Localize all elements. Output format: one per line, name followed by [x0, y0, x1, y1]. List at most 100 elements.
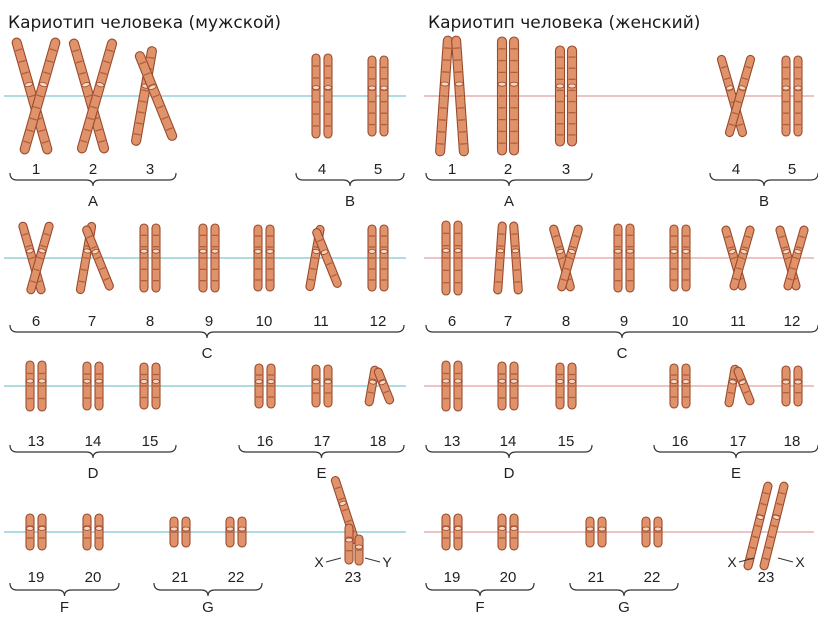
group-label: F [60, 599, 69, 616]
chromosome [140, 224, 148, 292]
chromosome-number: 19 [444, 569, 461, 586]
chromosome-number: 2 [89, 161, 97, 178]
chromosome-number: 4 [732, 161, 740, 178]
chromosome-number: 20 [500, 569, 517, 586]
chromosome-number: 19 [28, 569, 45, 586]
chromosome [454, 221, 462, 295]
group-bracket-G: G [570, 583, 678, 616]
chromosome [368, 56, 376, 136]
chromosome-number: 16 [257, 433, 274, 450]
chromosome [586, 517, 594, 547]
chromosome [152, 224, 160, 292]
group-label: C [202, 345, 213, 362]
chromosome-number: 10 [672, 313, 689, 330]
chromosome-number: 17 [314, 433, 331, 450]
group-bracket-A: A [426, 173, 592, 210]
group-label: C [617, 345, 628, 362]
group-bracket-E: E [654, 445, 818, 482]
chromosome [380, 56, 388, 136]
chromosome-number: 15 [142, 433, 159, 450]
chromosome-number: 22 [228, 569, 245, 586]
chromosome [682, 225, 690, 291]
chromosome-number: 14 [85, 433, 102, 450]
chromosome [454, 514, 462, 550]
chromosome-number: 23 [345, 569, 362, 586]
chromosome [152, 363, 160, 409]
chromosome [568, 46, 577, 146]
chromosome [267, 364, 275, 408]
female-karyotype-panel: 12345AB6789101112C131415161718DE19202122… [424, 36, 818, 616]
group-label: F [475, 599, 484, 616]
chromosome-number: 6 [32, 313, 40, 330]
chromosome-pair-23: XY [314, 475, 392, 570]
chromosome-number: 1 [448, 161, 456, 178]
group-bracket-D: D [426, 445, 592, 482]
group-bracket-B: B [710, 173, 818, 210]
chromosome [38, 361, 46, 411]
chromosome [498, 362, 506, 410]
chromosome-number: 13 [28, 433, 45, 450]
group-bracket-F: F [10, 583, 119, 616]
chromosome-number: 2 [504, 161, 512, 178]
chromosome-number: 9 [205, 313, 213, 330]
chromosome [509, 222, 522, 294]
group-label: A [504, 193, 514, 210]
chromosome [556, 46, 565, 146]
group-label: B [759, 193, 769, 210]
chromosome [442, 221, 450, 295]
chromosome-number: 21 [172, 569, 189, 586]
chromosome [26, 361, 34, 411]
chromosome-row-4: 19 20 21 22 XY23F G [4, 475, 406, 616]
chromosome [568, 363, 576, 409]
chromosome-number: 11 [313, 313, 329, 330]
chromosome-number: 20 [85, 569, 102, 586]
chromosome [442, 361, 450, 411]
chromosome [510, 514, 518, 550]
chromosome-number: 8 [562, 313, 570, 330]
group-label: E [316, 465, 326, 482]
chromosome-row-3: 131415161718DE [424, 361, 818, 482]
chromosome-number: 3 [146, 161, 154, 178]
group-label: G [202, 599, 214, 616]
label-pointer [778, 558, 793, 562]
chromosome-number: 9 [620, 313, 628, 330]
group-label: D [504, 465, 515, 482]
chromosome-number: 23 [758, 569, 775, 586]
chromosome [498, 514, 506, 550]
chromosome [556, 363, 564, 409]
chromosome-number: 17 [730, 433, 747, 450]
chromosome-number: 14 [500, 433, 517, 450]
chromosome [226, 517, 234, 547]
chromosome [614, 224, 622, 292]
chromosome-number: 16 [672, 433, 689, 450]
chromosome [654, 517, 662, 547]
chromosome-row-2: 6789101112C [4, 221, 406, 362]
group-bracket-E: E [239, 445, 404, 482]
chromosome [38, 514, 46, 550]
chromosome [498, 37, 507, 155]
group-label: A [88, 193, 98, 210]
chromosome [238, 517, 246, 547]
chromosome [626, 224, 634, 292]
chromosome [642, 517, 650, 547]
y-chromosome [355, 535, 363, 565]
chromosome-number: 22 [644, 569, 661, 586]
group-label: D [88, 465, 99, 482]
sex-chromosome-label: Y [382, 554, 392, 570]
group-bracket-D: D [10, 445, 176, 482]
chromosome-number: 7 [88, 313, 96, 330]
group-label: G [618, 599, 630, 616]
female-karyotype-title: Кариотип человека (женский) [428, 13, 700, 33]
chromosome [95, 514, 103, 550]
chromosome [26, 514, 34, 550]
chromosome [324, 365, 332, 407]
chromosome [211, 224, 219, 292]
male-karyotype-title: Кариотип человека (мужской) [8, 13, 281, 33]
sex-chromosome-label: X [795, 554, 805, 570]
chromosome [682, 364, 690, 408]
chromosome-number: 7 [504, 313, 512, 330]
